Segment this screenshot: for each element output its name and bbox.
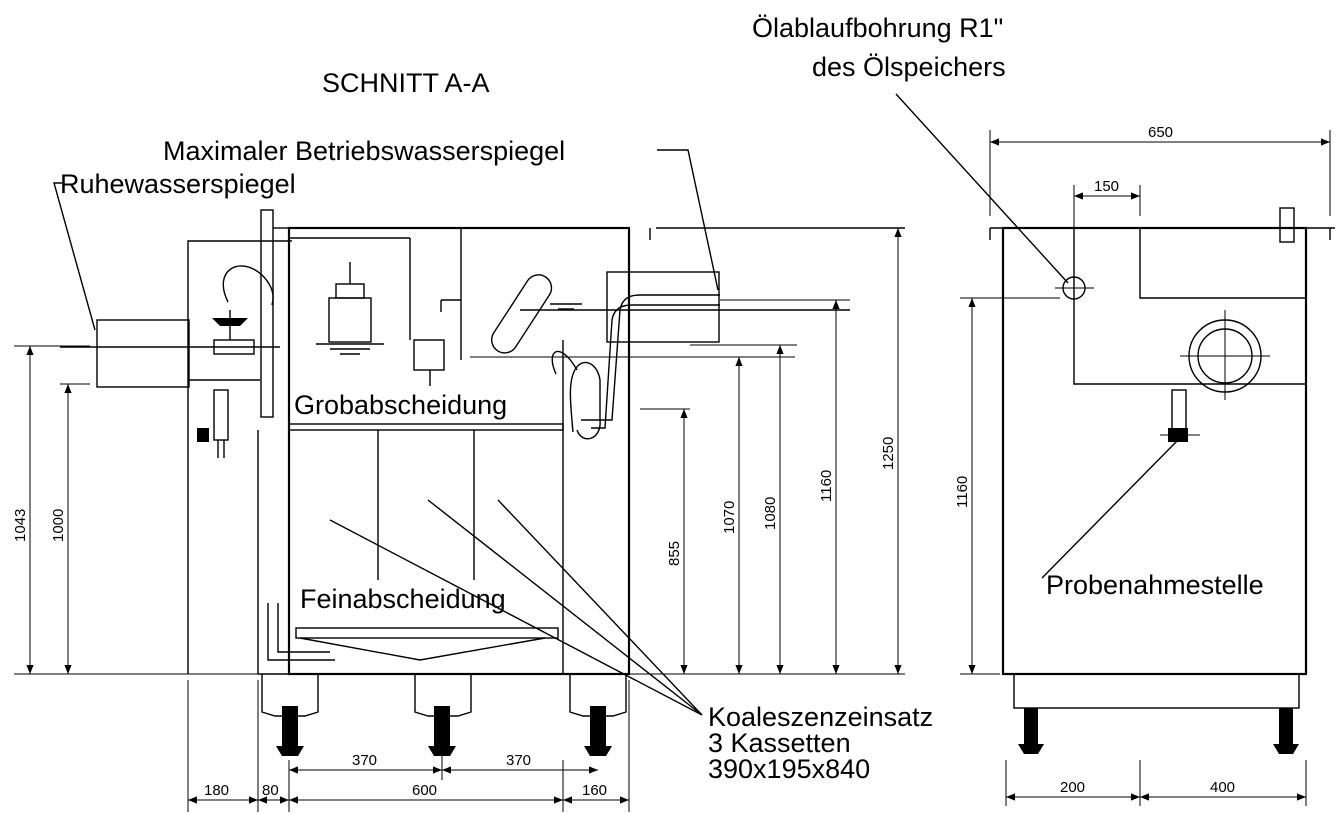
foot-middle [414, 674, 472, 756]
siphon-top [551, 350, 578, 375]
dim-1000: 1000 [50, 509, 67, 542]
dim-400: 400 [1210, 779, 1235, 796]
side-foot-left [1024, 708, 1038, 744]
section-view [60, 209, 905, 756]
sampling-valve-left [213, 389, 229, 441]
tilted-tube [491, 274, 553, 354]
dim-side-1160: 1160 [954, 476, 971, 508]
inlet-pipe [96, 319, 190, 388]
dim-160: 160 [582, 782, 607, 799]
float-box [328, 297, 372, 343]
sampling-point-label: Probenahmestelle [1046, 570, 1264, 600]
coalescer-label-1: Koaleszenzeinsatz [708, 702, 933, 732]
dim-200: 200 [1060, 779, 1085, 796]
side-dimensions [960, 130, 1331, 806]
foot-left [261, 674, 319, 756]
section-dimensions [14, 228, 905, 812]
side-vent [1279, 207, 1295, 243]
oil-drain-label-2: des Ölspeichers [812, 52, 1006, 82]
dim-855: 855 [666, 541, 683, 566]
section-leaders [53, 149, 719, 716]
coalescer-label-2: 3 Kassetten [708, 728, 851, 758]
dim-1080: 1080 [762, 497, 779, 530]
dim-1070: 1070 [721, 501, 738, 534]
sludge-pipe [267, 603, 335, 661]
dim-1160: 1160 [818, 470, 835, 502]
dim-1043: 1043 [12, 509, 29, 542]
side-leaders [895, 93, 1179, 579]
dim-370-left: 370 [352, 752, 377, 769]
side-sampling-valve [1171, 389, 1187, 431]
side-base [1013, 673, 1300, 709]
dim-80: 80 [262, 782, 279, 799]
outlet-box [413, 339, 445, 371]
baffle-plate [260, 209, 274, 418]
side-foot-right [1279, 708, 1293, 744]
inlet-housing [187, 240, 292, 674]
coalescer-label-3: 390x195x840 [708, 754, 870, 784]
outlet-box-right [606, 271, 720, 343]
oil-drain-label-1: Ölablaufbohrung R1" [752, 13, 1003, 43]
dim-370-right: 370 [506, 752, 531, 769]
section-title: SCHNITT A-A [322, 68, 490, 98]
rest-water-level-label: Ruhewasserspiegel [60, 169, 296, 199]
side-view [960, 207, 1335, 754]
fine-floor [295, 627, 559, 639]
fine-separation-label: Feinabscheidung [300, 584, 506, 614]
coarse-separation-label: Grobabscheidung [294, 390, 507, 420]
dim-1250: 1250 [880, 437, 897, 470]
dim-600: 600 [412, 782, 437, 799]
inlet-hook-pipe [222, 265, 274, 306]
foot-right [569, 674, 627, 756]
dim-650: 650 [1148, 124, 1173, 141]
max-water-level-label: Maximaler Betriebswasserspiegel [163, 136, 565, 166]
dim-150: 150 [1094, 178, 1119, 195]
coarse-floor [288, 423, 564, 431]
siphon-pipe [569, 361, 601, 440]
dim-180: 180 [204, 782, 229, 799]
side-tank [1001, 226, 1308, 676]
